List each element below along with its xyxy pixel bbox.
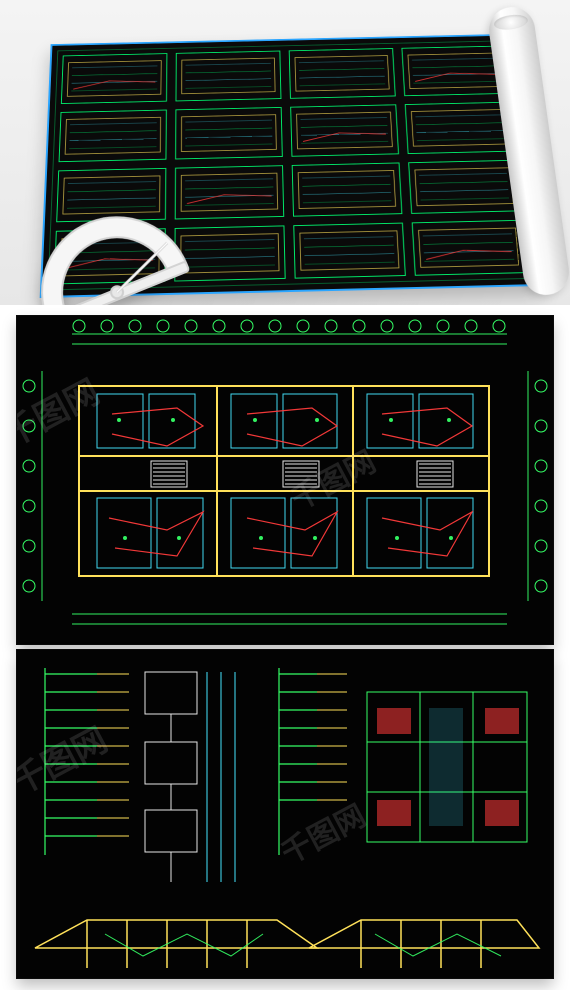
cad-sheet-preview	[39, 33, 541, 299]
schematic-center-cyan	[206, 672, 236, 882]
plan-room-lines	[96, 393, 474, 569]
cad-sheet-svg	[41, 35, 539, 297]
plan-building-outline	[78, 385, 490, 577]
cad-details-svg	[17, 650, 553, 978]
plan-grid-bubbles	[22, 319, 548, 593]
cad-sheet-bg	[41, 35, 539, 297]
cad-details-panel: 千图网 千图网	[17, 650, 553, 978]
plan-fixtures	[117, 418, 453, 540]
riser-diagram-left	[44, 668, 97, 855]
cad-floor-plan-panel: 千图网 千图网	[17, 316, 553, 644]
schematic-center	[144, 671, 198, 882]
plan-dimension-lines	[41, 333, 529, 625]
plan-stairs	[150, 460, 454, 488]
plan-wiring	[108, 407, 474, 557]
showcase	[0, 0, 570, 305]
protractor-icon	[6, 182, 199, 305]
detail-plan-grid	[366, 691, 528, 843]
riser-annotations-left	[97, 673, 129, 837]
cad-floor-plan-svg	[17, 316, 553, 644]
riser-diagram-middle	[278, 668, 317, 855]
bottom-section-wiring	[104, 933, 502, 957]
detail-plan-hatching	[377, 708, 519, 826]
riser-annotations-middle	[317, 673, 347, 801]
